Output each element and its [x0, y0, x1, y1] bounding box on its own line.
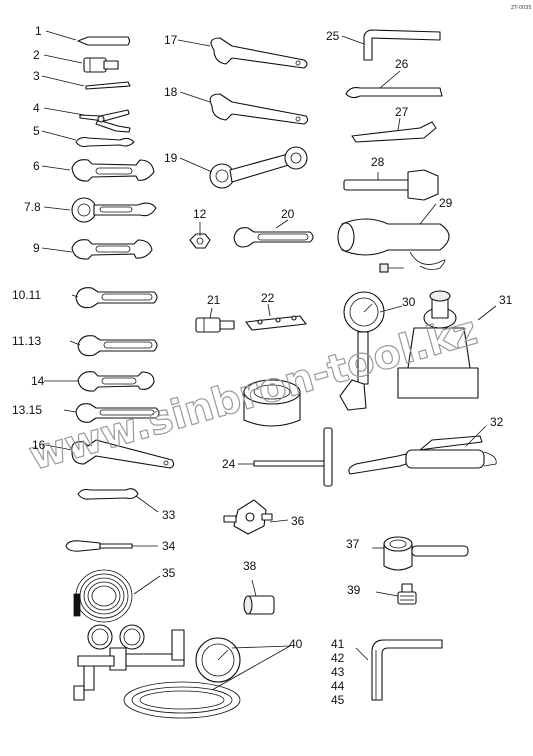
leader-lines	[41, 30, 497, 691]
part-label: 31	[499, 293, 513, 307]
part-label: 11.13	[12, 334, 41, 348]
coiled-hose-icon	[73, 569, 133, 623]
screwdriver-34-icon	[65, 540, 133, 552]
l-key-icon	[363, 29, 441, 61]
part-label: 5	[33, 124, 40, 138]
bushing-icon	[243, 595, 275, 615]
long-wrench-icon	[75, 287, 158, 309]
open-end-wrench-icon	[71, 159, 155, 182]
part-label: 40	[289, 637, 303, 651]
part-label: 2	[33, 48, 40, 62]
part-label: 7.8	[24, 200, 41, 214]
small-wrench-33-icon	[77, 488, 139, 500]
part-label: 4	[33, 101, 40, 115]
box-wrench-icon	[209, 146, 308, 189]
hook-spanner-icon	[71, 439, 175, 469]
long-wrench-2-icon	[77, 335, 158, 357]
part-label: 42	[331, 651, 345, 665]
small-wrench-icon	[75, 136, 135, 148]
double-open-wrench-icon	[71, 239, 153, 260]
part-label: 19	[164, 151, 178, 165]
part-label: 6	[33, 159, 40, 173]
long-wrench-3-icon	[75, 403, 160, 423]
part-label: 30	[402, 295, 416, 309]
socket-adapter-icon	[83, 57, 119, 73]
large-socket-icon	[243, 379, 301, 427]
part-label: 41	[331, 637, 345, 651]
screwdriver-icon	[85, 81, 131, 90]
punch-tool-icon	[77, 36, 131, 46]
part-label: 38	[243, 559, 257, 573]
pliers-icon	[79, 109, 131, 133]
hex-key-set-icon	[371, 639, 443, 701]
part-label: 1	[35, 24, 42, 38]
part-label: 34	[162, 539, 176, 553]
part-label: 14	[31, 374, 45, 388]
part-label: 22	[261, 291, 275, 305]
part-label: 24	[222, 457, 236, 471]
part-label: 35	[162, 566, 176, 580]
tire-lever-icon	[351, 121, 437, 143]
hammer-icon	[343, 169, 439, 201]
t-handle-icon	[253, 427, 333, 487]
part-label: 18	[164, 85, 178, 99]
grease-nipple-icon	[397, 583, 417, 605]
part-label: 29	[439, 196, 453, 210]
part-label: 10.11	[12, 288, 41, 302]
flashlight-icon	[337, 218, 450, 273]
t-socket-wrench-icon	[383, 536, 469, 571]
hydraulic-jack-icon	[397, 290, 479, 399]
part-label: 36	[291, 514, 305, 528]
part-label: 9	[33, 241, 40, 255]
combination-wrench-icon	[71, 197, 157, 223]
part-label: 45	[331, 693, 345, 707]
pressure-gauge-icon	[339, 291, 385, 411]
part-label: 12	[193, 207, 207, 221]
part-label: 27	[395, 105, 409, 119]
part-label: 33	[162, 508, 176, 522]
part-label: 16	[32, 438, 46, 452]
part-label: 28	[371, 155, 385, 169]
hook-spanner-17-icon	[210, 37, 308, 69]
gas-regulator-icon	[73, 624, 241, 719]
part-label: 17	[164, 33, 178, 47]
bracket-22-icon	[245, 315, 307, 331]
part-label: 44	[331, 679, 345, 693]
part-label: 21	[207, 293, 221, 307]
hook-spanner-18-icon	[209, 93, 309, 125]
part-label: 32	[490, 415, 504, 429]
valve-fitting-icon	[223, 499, 273, 535]
part-label: 26	[395, 57, 409, 71]
socket-21-icon	[195, 317, 235, 333]
part-labels: 1 2 3 4 5 6 7.8 9 10.11 11.13 14 13.15 1…	[12, 24, 513, 707]
wrench-14-icon	[77, 371, 155, 392]
part-label: 25	[326, 29, 340, 43]
pry-bar-icon	[345, 87, 443, 99]
hex-nut-icon	[189, 233, 211, 249]
corner-tag: ZT-0035	[511, 5, 532, 11]
wrench-20-icon	[233, 227, 314, 248]
part-label: 3	[33, 69, 40, 83]
part-label: 39	[347, 583, 361, 597]
part-label: 20	[281, 207, 295, 221]
part-label: 43	[331, 665, 345, 679]
part-label: 37	[346, 537, 360, 551]
grease-gun-icon	[348, 435, 497, 475]
part-label: 13.15	[12, 403, 42, 417]
